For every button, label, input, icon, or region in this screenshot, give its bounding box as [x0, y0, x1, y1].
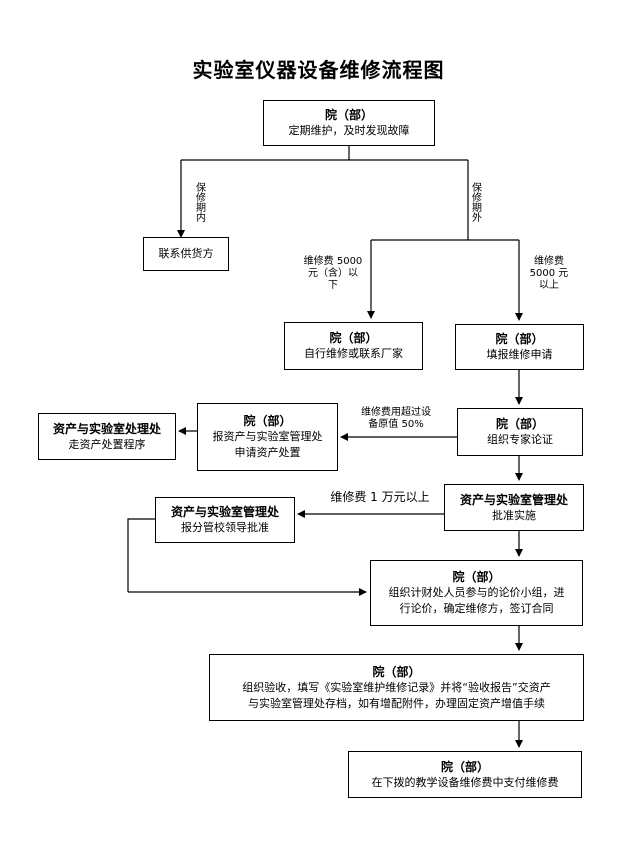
- label-over-5000: 维修费 5000 元 以上: [524, 256, 574, 292]
- label-under-5000: 维修费 5000 元（含）以 下: [300, 256, 366, 292]
- box-pay-title: 院（部）: [440, 759, 489, 774]
- box-start: 院（部） 定期维护，及时发现故障: [263, 100, 435, 146]
- box-apply-title: 院（部）: [495, 332, 544, 346]
- label-out-warranty: 保修期外: [472, 183, 482, 224]
- box-approve-text: 批准实施: [492, 508, 536, 522]
- label-over-50-percent: 维修费用超过设 备原值 50%: [352, 407, 440, 431]
- box-disposal-report-title: 院（部）: [243, 414, 292, 428]
- box-price-text2: 行论价，确定维修方，签订合同: [399, 602, 554, 615]
- box-accept-title: 院（部）: [372, 664, 421, 679]
- box-self-repair-title: 院（部）: [329, 331, 378, 345]
- box-approve-title: 资产与实验室管理处: [459, 492, 568, 507]
- box-leader: 资产与实验室管理处 报分管校领导批准: [155, 497, 295, 543]
- box-pay-text: 在下拨的教学设备维修费中支付维修费: [371, 775, 559, 789]
- box-start-text: 定期维护，及时发现故障: [288, 124, 410, 137]
- box-disposal-office-text: 走资产处置程序: [68, 437, 146, 451]
- box-apply: 院（部） 填报维修申请: [455, 324, 584, 370]
- box-accept-text1: 组织验收，填写《实验室维护维修记录》并将“验收报告”交资产: [242, 680, 551, 694]
- page-title: 实验室仪器设备维修流程图: [192, 58, 445, 82]
- box-accept: 院（部） 组织验收，填写《实验室维护维修记录》并将“验收报告”交资产 与实验室管…: [209, 654, 584, 721]
- label-in-warranty: 保修期内: [196, 183, 206, 224]
- label-over-50-line1: 维修费用超过设: [361, 407, 431, 418]
- box-disposal-report: 院（部） 报资产与实验室管理处 申请资产处置: [197, 403, 338, 471]
- label-under-5000-line2: 元（含）以: [308, 268, 358, 279]
- label-over-10000: 维修费 1 万元以上: [330, 490, 430, 504]
- label-over-5000-line1: 维修费: [534, 256, 564, 267]
- label-over-5000-line3: 以上: [539, 280, 559, 291]
- box-disposal-report-text2: 申请资产处置: [234, 446, 301, 459]
- connector-leader-to-price: [127, 518, 155, 592]
- box-apply-text: 填报维修申请: [486, 348, 553, 361]
- box-expert-text: 组织专家论证: [487, 433, 553, 446]
- label-under-5000-line3: 下: [328, 280, 338, 291]
- box-price-text1: 组织计财处人员参与的论价小组，进: [388, 586, 565, 599]
- box-approve: 资产与实验室管理处 批准实施: [444, 484, 584, 531]
- box-leader-text: 报分管校领导批准: [181, 521, 269, 534]
- label-under-5000-line1: 维修费 5000: [303, 256, 363, 267]
- box-supplier: 联系供货方: [143, 237, 229, 271]
- label-over-50-line2: 备原值 50%: [368, 419, 424, 430]
- box-disposal-report-text1: 报资产与实验室管理处: [212, 430, 323, 443]
- box-supplier-text: 联系供货方: [158, 247, 214, 260]
- box-disposal-office: 资产与实验室处理处 走资产处置程序: [38, 413, 176, 460]
- label-over-5000-line2: 5000 元: [529, 268, 569, 279]
- box-expert: 院（部） 组织专家论证: [457, 408, 583, 456]
- box-leader-title: 资产与实验室管理处: [170, 505, 279, 519]
- box-self-repair-text: 自行维修或联系厂家: [304, 347, 403, 360]
- box-pay: 院（部） 在下拨的教学设备维修费中支付维修费: [348, 751, 582, 798]
- box-disposal-office-title: 资产与实验室处理处: [52, 421, 161, 436]
- box-self-repair: 院（部） 自行维修或联系厂家: [284, 322, 423, 370]
- box-price: 院（部） 组织计财处人员参与的论价小组，进 行论价，确定维修方，签订合同: [370, 560, 583, 626]
- box-accept-text2: 与实验室管理处存档，如有增配附件，办理固定资产增值手续: [248, 696, 545, 710]
- box-price-title: 院（部）: [452, 570, 501, 584]
- box-start-title: 院（部）: [324, 108, 373, 122]
- box-expert-title: 院（部）: [495, 417, 544, 431]
